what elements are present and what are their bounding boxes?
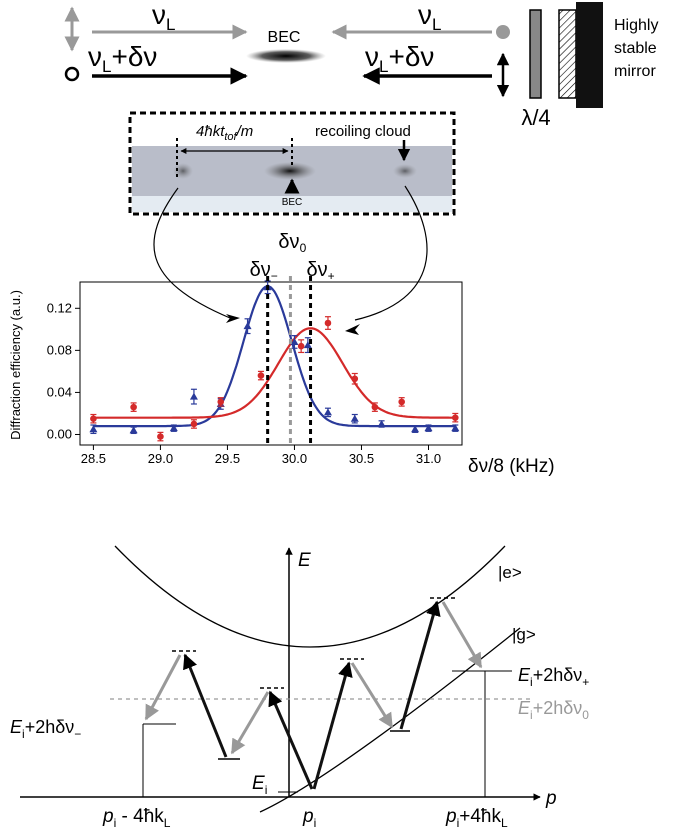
waveplate-label: λ/4 — [521, 105, 550, 130]
nu-left-bottom-label: νL+δν — [88, 41, 157, 76]
p-axis-label: p — [545, 788, 557, 809]
x-tick-label: 30.5 — [349, 451, 374, 466]
data-point-triangle — [323, 408, 332, 416]
recoiling-cloud — [393, 164, 417, 178]
right-connector-head — [345, 324, 360, 335]
data-point-circle — [451, 414, 459, 421]
data-point-triangle — [89, 425, 98, 433]
distance-label: 4ħkttof/m — [196, 123, 253, 143]
x-tick-label: 29.5 — [215, 451, 240, 466]
marker-label-delta-minus: δν− — [250, 259, 278, 283]
ground-state-label: |g> — [512, 625, 536, 644]
right-energy-plus-label: Ei+2hδν+ — [518, 665, 589, 689]
transition-up-1 — [268, 690, 314, 790]
data-point-circle — [324, 319, 332, 327]
marker-label-delta-plus: δν+ — [307, 259, 335, 283]
data-point-circle — [217, 398, 225, 406]
polarization-dot-left — [64, 66, 80, 82]
polarization-dot-right — [496, 25, 510, 39]
mirror-label-line2: stable — [614, 40, 657, 57]
right-connector-curve — [354, 185, 428, 321]
left-connector-head — [226, 314, 240, 323]
data-point-triangle — [303, 341, 312, 349]
transition-up-2 — [183, 653, 228, 758]
transition-down-4 — [441, 601, 483, 669]
plot-frame — [79, 281, 463, 446]
data-point-triangle — [129, 426, 138, 434]
y-axis-label: Diffraction efficiency (a.u.) — [8, 290, 23, 440]
p-center-label: pi — [302, 806, 316, 830]
data-point-triangle — [189, 392, 198, 400]
fit-curve-0 — [93, 285, 456, 428]
data-point-circle — [157, 433, 164, 440]
y-tick-label: 0.12 — [47, 300, 72, 315]
y-tick-label: 0.00 — [47, 426, 72, 441]
quarter-waveplate — [529, 9, 542, 99]
nu-left-top-label: νL — [152, 0, 175, 34]
data-point-triangle — [169, 424, 178, 432]
mirror-block — [576, 2, 603, 108]
data-point-triangle — [424, 424, 433, 432]
data-point-circle — [130, 403, 137, 411]
y-tick-label: 0.04 — [47, 384, 72, 399]
ground-state-parabola — [259, 627, 521, 813]
bec-label: BEC — [268, 29, 301, 46]
x-tick-label: 29.0 — [148, 451, 173, 466]
data-point-circle — [297, 342, 305, 350]
optical-setup: νL νL+δν BEC νL νL+δν λ/4 Highly stable … — [64, 0, 658, 130]
data-point-triangle — [350, 414, 359, 422]
transition-down-2 — [144, 654, 182, 721]
marker-label-delta-zero: δν0 — [278, 231, 306, 255]
ei-label: Ei — [252, 773, 267, 797]
data-point-circle — [190, 420, 198, 428]
bec-cloud — [246, 49, 326, 63]
mirror-coating — [558, 9, 577, 99]
e-axis-label: E — [298, 550, 311, 571]
nu-right-bottom-label: νL+δν — [365, 41, 434, 76]
p-right-label: pi+4ħkL — [445, 806, 508, 830]
excited-state-label: |e> — [498, 563, 522, 582]
p-left-label: pi - 4ħkL — [102, 806, 171, 830]
bec-image-cloud — [264, 162, 316, 180]
left-energy-label: Ei+2hδν− — [10, 717, 81, 741]
data-point-triangle — [377, 419, 386, 427]
transition-up-3 — [312, 661, 353, 790]
data-point-triangle — [411, 425, 420, 433]
y-tick-label: 0.08 — [47, 342, 72, 357]
left-connector-curve — [153, 187, 231, 319]
transition-down-3 — [350, 662, 394, 729]
data-point-triangle — [451, 424, 460, 432]
data-point-triangle — [243, 322, 252, 330]
data-point-circle — [371, 403, 379, 411]
data-point-circle — [257, 372, 265, 379]
transition-up-4 — [399, 600, 441, 730]
x-tick-label: 30.0 — [282, 451, 307, 466]
diffraction-chart: Diffraction efficiency (a.u.) δν/8 (kHz)… — [8, 231, 555, 477]
image-lower-band — [132, 196, 452, 212]
transition-down-1 — [230, 691, 270, 755]
data-point-circle — [398, 398, 405, 406]
energy-diagram: E p |e> |g> Ei Ei+2hδν− Ei+2hδ — [10, 545, 589, 830]
data-point-circle — [351, 375, 359, 383]
absorption-image: 4ħkttof/m recoiling cloud BEC — [128, 111, 456, 216]
x-tick-label: 28.5 — [81, 451, 106, 466]
x-axis-label: δν/8 (kHz) — [468, 456, 555, 477]
right-energy-zero-label: Ei+2hδν0 — [518, 698, 589, 722]
mirror-label-line3: mirror — [614, 63, 656, 80]
excited-state-parabola — [114, 545, 506, 648]
bec-small-label: BEC — [282, 197, 303, 208]
x-tick-label: 31.0 — [416, 451, 441, 466]
nu-right-top-label: νL — [418, 0, 441, 34]
data-point-circle — [90, 415, 97, 423]
mirror-label-line1: Highly — [614, 17, 658, 34]
data-point-triangle — [290, 337, 299, 345]
fit-curve-1 — [93, 327, 456, 419]
recoil-label: recoiling cloud — [315, 123, 411, 140]
